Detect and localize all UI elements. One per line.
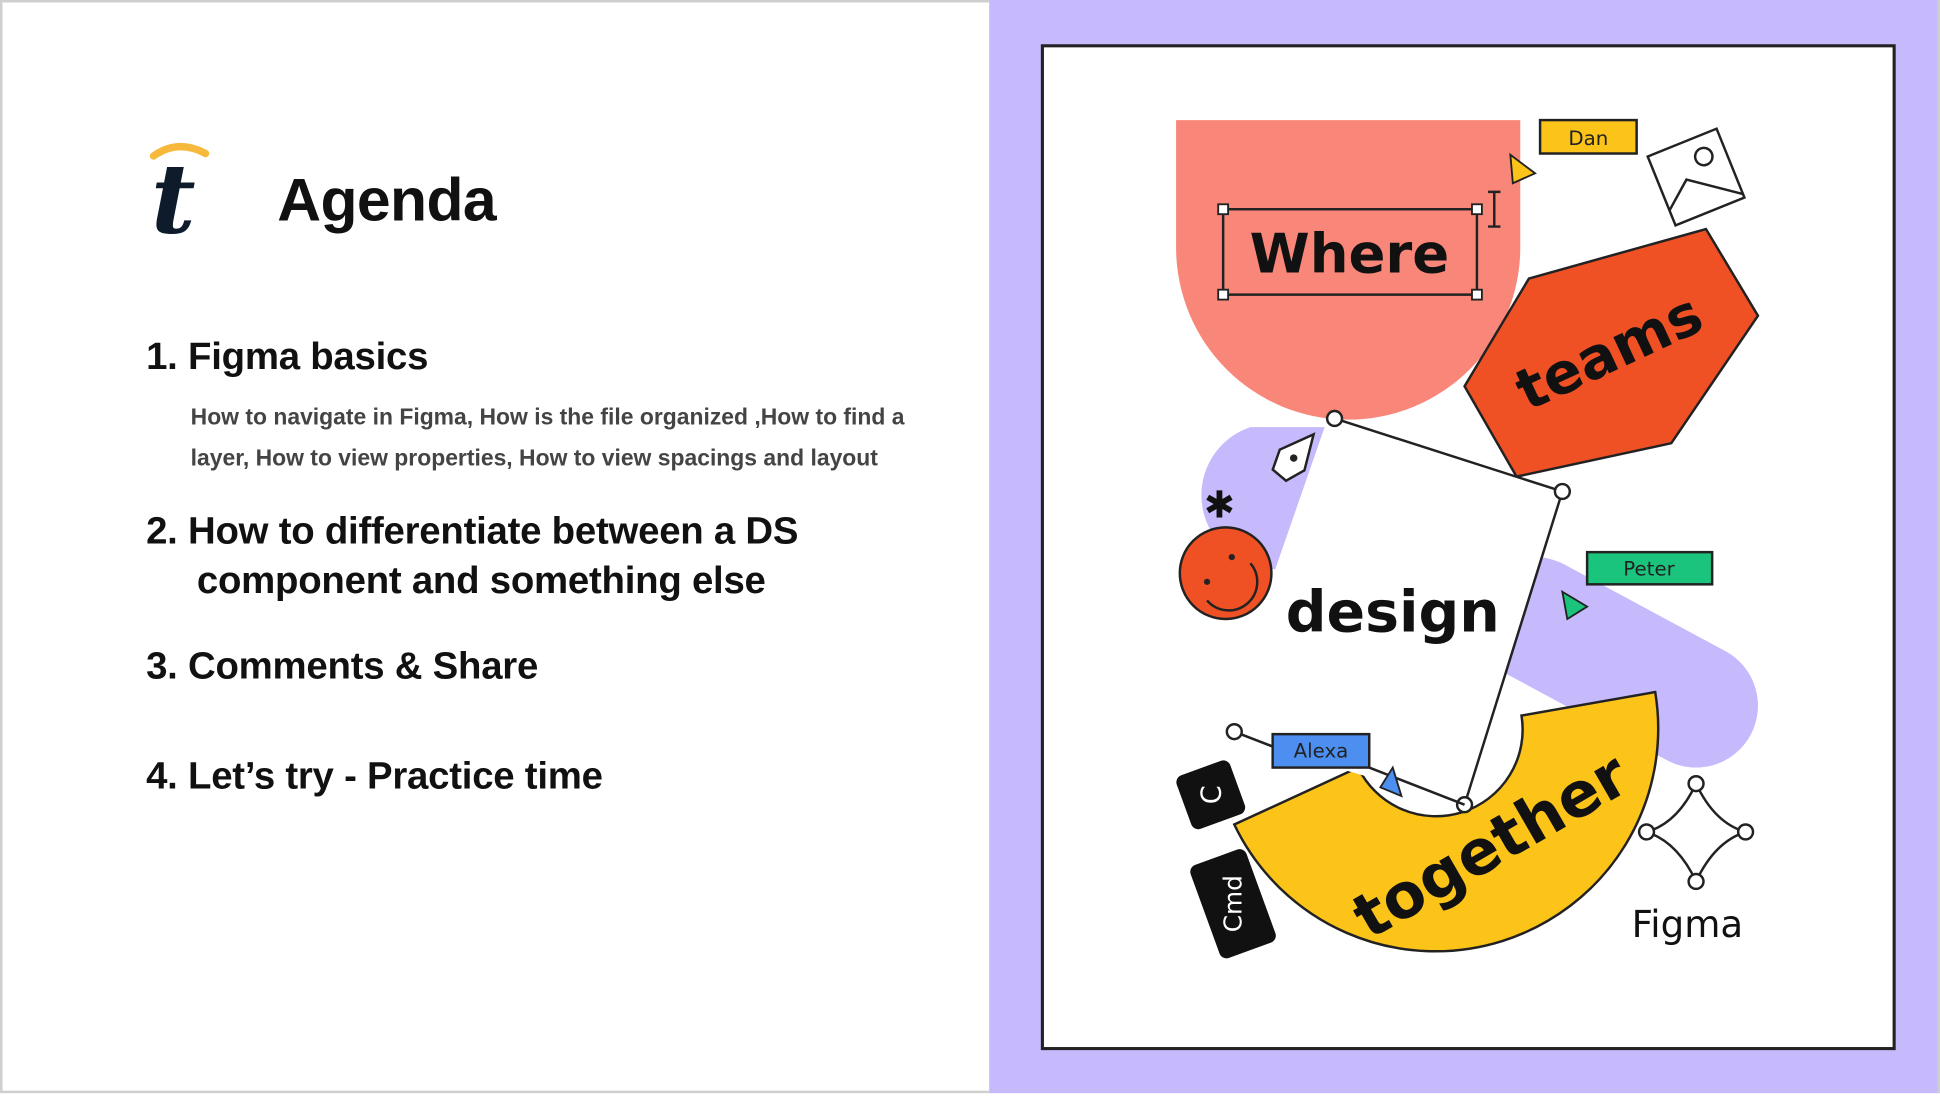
cursor-label-peter-text: Peter: [1623, 558, 1675, 581]
smiley-icon: [1178, 526, 1273, 621]
vector-node: [1325, 409, 1344, 428]
agenda-item-1-description: How to navigate in Figma, How is the fil…: [190, 403, 905, 471]
key-c: C: [1176, 760, 1246, 830]
text-cursor-icon: [1488, 190, 1501, 228]
cursor-arrow-icon: [1379, 765, 1403, 798]
vector-node: [1553, 482, 1572, 501]
agenda-panel: t Agenda 1. Figma basics How to navigate…: [0, 0, 990, 1094]
cursor-label-dan-text: Dan: [1568, 127, 1608, 150]
cursor-label-peter: [1585, 550, 1714, 586]
agenda-item-2: 2. How to differentiate between a DS com…: [146, 506, 798, 605]
yellow-arc: [1232, 690, 1660, 953]
agenda-item-3: 3. Comments & Share: [146, 643, 539, 688]
pink-semicircle: [1176, 120, 1521, 420]
vector-node: [1225, 722, 1243, 741]
cursor-label-alexa: [1271, 732, 1371, 769]
design-text: design: [1286, 579, 1500, 645]
lavender-band-right: [1473, 557, 1758, 768]
cursor-label-alexa-text: Alexa: [1294, 740, 1349, 763]
cursor-label-dan: [1538, 118, 1638, 155]
agenda-item-4: 4. Let’s try - Practice time: [146, 753, 603, 798]
image-icon: [1646, 127, 1747, 227]
cursor-arrow-icon: [1509, 152, 1537, 185]
company-logo: t: [149, 142, 210, 243]
where-selection: Where: [1217, 203, 1483, 301]
key-cmd: Cmd: [1190, 849, 1276, 959]
cursor-arrow-icon: [1561, 589, 1589, 621]
agenda-item-2-line1: 2. How to differentiate between a DS: [146, 508, 799, 553]
agenda-item-2-line2: component and something else: [196, 558, 766, 602]
pen-tool-icon: [1271, 432, 1316, 483]
svg-text:Cmd: Cmd: [1219, 875, 1248, 932]
figma-shape-icon: [1637, 774, 1755, 891]
design-card: [1250, 418, 1563, 805]
svg-text:C: C: [1197, 785, 1228, 804]
where-text: Where: [1250, 221, 1450, 285]
asterisk-icon: ✱: [1204, 483, 1235, 526]
page-title: Agenda: [277, 167, 497, 234]
agenda-item-1: 1. Figma basics: [146, 334, 429, 378]
svg-text:t: t: [151, 142, 196, 243]
figma-brand-text: Figma: [1632, 903, 1743, 946]
